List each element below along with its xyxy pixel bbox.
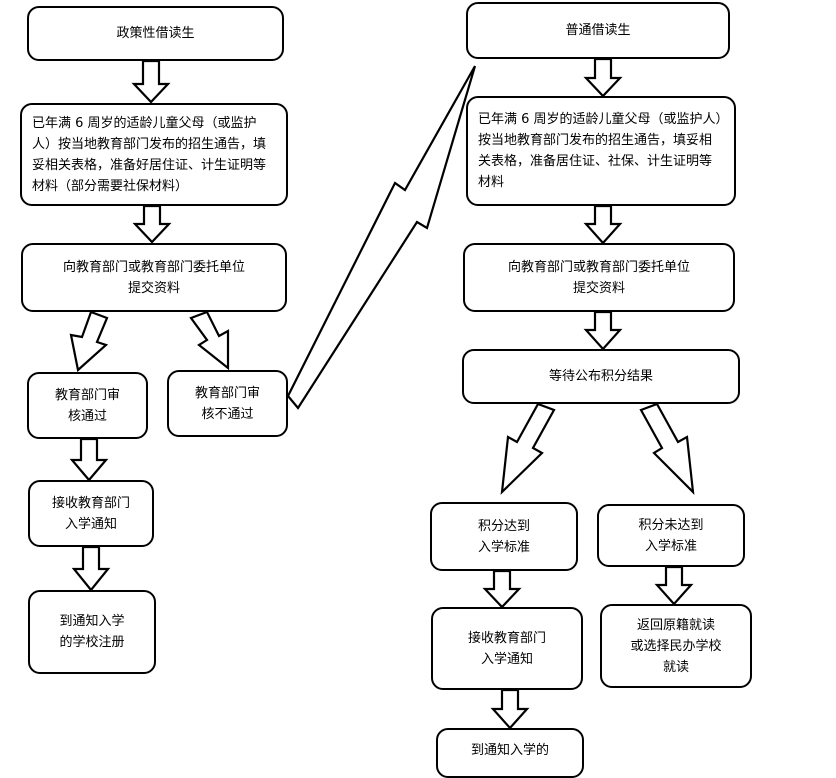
right-title-box: 普通借读生 bbox=[466, 2, 730, 59]
left-rejected-text: 教育部门审 核不通过 bbox=[194, 385, 260, 422]
left-step2-box: 向教育部门或教育部门委托单位 提交资料 bbox=[21, 243, 287, 312]
right-step2-text: 向教育部门或教育部门委托单位 提交资料 bbox=[507, 259, 690, 296]
score-not-reached-box: 积分未达到 入学标准 bbox=[597, 504, 745, 567]
score-reached-text: 积分达到 入学标准 bbox=[477, 518, 530, 555]
left-register-box: 到通知入学 的学校注册 bbox=[28, 590, 156, 674]
left-rejected-box: 教育部门审 核不通过 bbox=[167, 370, 288, 437]
right-notice-box: 接收教育部门 入学通知 bbox=[431, 607, 583, 690]
left-approved-box: 教育部门审 核通过 bbox=[27, 372, 148, 439]
left-title-text: 政策性借读生 bbox=[116, 26, 195, 41]
arrow-reached-to-notice bbox=[482, 569, 522, 609]
score-reached-box: 积分达到 入学标准 bbox=[430, 502, 578, 571]
right-step2-box: 向教育部门或教育部门委托单位 提交资料 bbox=[463, 243, 735, 312]
left-approved-text: 教育部门审 核通过 bbox=[54, 387, 120, 424]
arrow-right-title-to-step1 bbox=[583, 57, 623, 98]
right-notice-text: 接收教育部门 入学通知 bbox=[467, 630, 546, 667]
arrow-right-step2-to-wait bbox=[583, 310, 623, 351]
right-register-text: 到通知入学的 bbox=[470, 743, 549, 758]
left-step2-text: 向教育部门或教育部门委托单位 提交资料 bbox=[62, 259, 245, 296]
arrow-left-notice-to-register bbox=[71, 545, 111, 592]
left-notice-box: 接收教育部门 入学通知 bbox=[28, 480, 154, 547]
arrow-left-step1-to-step2 bbox=[132, 204, 172, 244]
arrow-rejected-to-ordinary bbox=[286, 65, 477, 410]
arrow-wait-to-not-reached bbox=[639, 402, 695, 495]
left-step1-text: 已年满 6 周岁的适龄儿童父母（或监护人）按当地教育部门发布的招生通告，填妥相关… bbox=[32, 115, 267, 194]
score-not-reached-text: 积分未达到 入学标准 bbox=[638, 517, 704, 554]
right-step1-box: 已年满 6 周岁的适龄儿童父母（或监护人）按当地教育部门发布的招生通告，填妥相关… bbox=[466, 96, 736, 206]
fallback-text: 返回原籍就读 或选择民办学校 就读 bbox=[630, 617, 722, 675]
wait-result-text: 等待公布积分结果 bbox=[548, 369, 653, 384]
arrow-left-step2-to-rejected bbox=[189, 310, 230, 371]
wait-result-box: 等待公布积分结果 bbox=[462, 349, 740, 404]
arrow-right-notice-to-register bbox=[490, 688, 530, 730]
arrow-wait-to-reached bbox=[500, 402, 556, 495]
arrow-not-reached-to-fallback bbox=[654, 565, 694, 606]
left-notice-text: 接收教育部门 入学通知 bbox=[51, 495, 130, 532]
right-step1-text: 已年满 6 周岁的适龄儿童父母（或监护人）按当地教育部门发布的招生通告，填妥相关… bbox=[478, 112, 723, 190]
left-register-text: 到通知入学 的学校注册 bbox=[59, 614, 125, 650]
arrow-left-title-to-step1 bbox=[131, 59, 171, 104]
fallback-box: 返回原籍就读 或选择民办学校 就读 bbox=[600, 604, 752, 688]
arrow-left-approved-to-notice bbox=[69, 437, 109, 482]
arrow-left-step2-to-approved bbox=[69, 310, 109, 373]
left-step1-box: 已年满 6 周岁的适龄儿童父母（或监护人）按当地教育部门发布的招生通告，填妥相关… bbox=[20, 103, 288, 206]
arrow-right-step1-to-step2 bbox=[583, 204, 623, 245]
left-title-box: 政策性借读生 bbox=[27, 6, 284, 61]
right-title-text: 普通借读生 bbox=[565, 23, 631, 38]
right-register-box: 到通知入学的 bbox=[436, 728, 584, 778]
